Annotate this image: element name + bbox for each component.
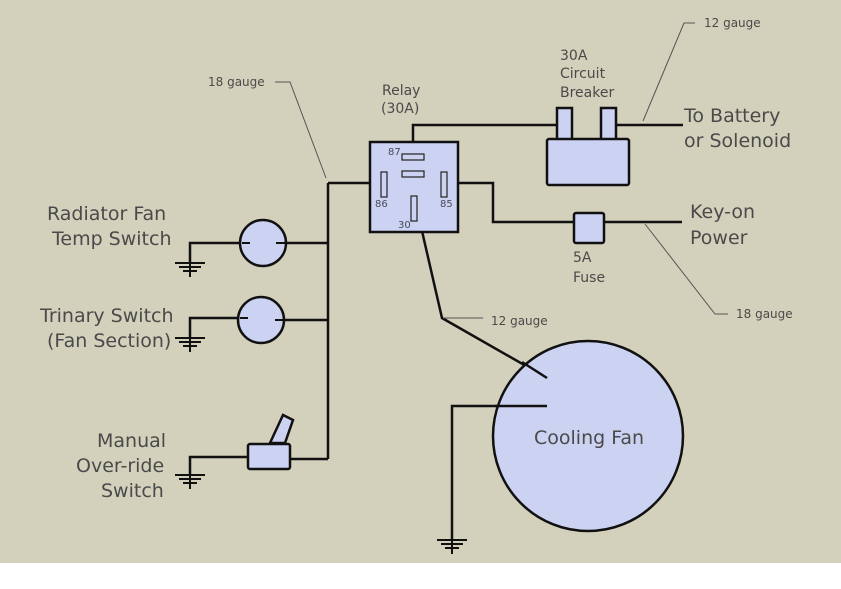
cooling-fan-body xyxy=(491,339,685,533)
manual-switch-label-line2: Over-ride xyxy=(76,455,164,477)
ground-symbols xyxy=(175,262,467,554)
key-on-terminal-label-line2: Power xyxy=(690,227,748,249)
toggle-lever xyxy=(268,413,295,445)
cooling-fan-label: Cooling Fan xyxy=(534,427,644,449)
ground-icon xyxy=(437,539,467,554)
key-on-terminal-label-line1: Key-on xyxy=(690,201,755,223)
gauge-callouts: 18 gauge 12 gauge 12 gauge 18 gauge xyxy=(208,16,793,328)
manual-switch-label-line3: Switch xyxy=(101,480,164,502)
trinary-switch-body xyxy=(236,295,286,345)
manual-switch-body xyxy=(246,442,292,471)
relay-85-to-fuse-wire xyxy=(441,181,576,224)
trinary-switch-label-line1: Trinary Switch xyxy=(39,305,174,327)
trinary-switch: Trinary Switch (Fan Section) xyxy=(39,295,286,352)
circuit-breaker: 30A Circuit Breaker xyxy=(545,48,631,187)
breaker-rating-label: 30A xyxy=(560,48,588,64)
ground-icon xyxy=(175,474,205,489)
relay-pin-87 xyxy=(401,153,425,161)
relay-pin-85 xyxy=(440,171,448,198)
ground-icon xyxy=(175,337,205,352)
battery-feed-gauge-label: 12 gauge xyxy=(704,16,761,30)
ground-icon xyxy=(175,262,205,277)
battery-terminal-label-line2: or Solenoid xyxy=(684,130,791,152)
relay-rating-label: (30A) xyxy=(381,101,419,117)
battery-terminal-label-line1: To Battery xyxy=(683,105,780,127)
battery-feed-gauge-leader xyxy=(642,22,695,122)
relay-pin-30-label: 30 xyxy=(398,220,411,231)
wiring-diagram: 87 86 85 30 Relay (30A) 30A Circuit Brea… xyxy=(39,16,793,554)
relay-pin-86 xyxy=(380,171,388,198)
temp-switch-body xyxy=(238,218,288,268)
breaker-label-line2: Circuit xyxy=(560,66,606,82)
switch-bus-gauge-leader xyxy=(275,81,327,179)
relay-30-to-fan-wire xyxy=(414,204,548,380)
temp-switch-ground-wire xyxy=(188,241,242,263)
fan-feed-gauge-label: 12 gauge xyxy=(491,314,548,328)
temp-switch-label-line1: Radiator Fan xyxy=(47,203,166,225)
fuse-rating-label: 5A xyxy=(573,250,592,266)
radiator-fan-temp-switch: Radiator Fan Temp Switch xyxy=(47,203,288,268)
relay: 87 86 85 30 Relay (30A) xyxy=(368,83,460,234)
breaker-label-line3: Breaker xyxy=(560,85,614,101)
relay-pin-85-label: 85 xyxy=(440,199,453,210)
relay-label: Relay xyxy=(382,83,420,99)
fuse-body xyxy=(572,211,606,245)
switch-bus-gauge-label: 18 gauge xyxy=(208,75,265,89)
manual-switch-ground-wire xyxy=(188,455,248,475)
diagram-canvas: 87 86 85 30 Relay (30A) 30A Circuit Brea… xyxy=(0,0,841,563)
fan-power-lead xyxy=(521,360,548,380)
key-on-gauge-leader xyxy=(644,223,728,315)
relay-pin-30 xyxy=(410,195,418,222)
fuse: 5A Fuse xyxy=(572,211,606,286)
breaker-body xyxy=(545,137,631,187)
trinary-ground-wire xyxy=(188,316,240,338)
cooling-fan: Cooling Fan xyxy=(491,339,685,533)
fuse-label: Fuse xyxy=(573,270,605,286)
manual-switch-label-line1: Manual xyxy=(97,430,166,452)
manual-override-switch: Manual Over-ride Switch xyxy=(76,413,295,502)
trinary-switch-label-line2: (Fan Section) xyxy=(47,330,171,352)
key-on-gauge-label: 18 gauge xyxy=(736,307,793,321)
relay-pin-86-label: 86 xyxy=(375,199,388,210)
relay-pin-87a xyxy=(401,170,425,178)
relay-pin-87-label: 87 xyxy=(388,147,401,158)
temp-switch-label-line2: Temp Switch xyxy=(51,228,172,250)
